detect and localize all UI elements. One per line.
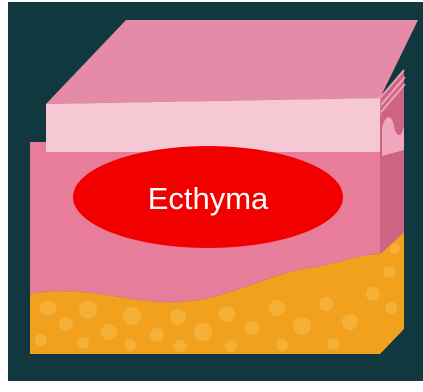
skin-cross-section-illustration: Ecthyma [8,2,423,381]
ecthyma-label-text: Ecthyma [148,181,269,216]
epidermis-front-band [46,98,380,152]
skin-diagram-panel: Ecthyma [8,2,423,381]
